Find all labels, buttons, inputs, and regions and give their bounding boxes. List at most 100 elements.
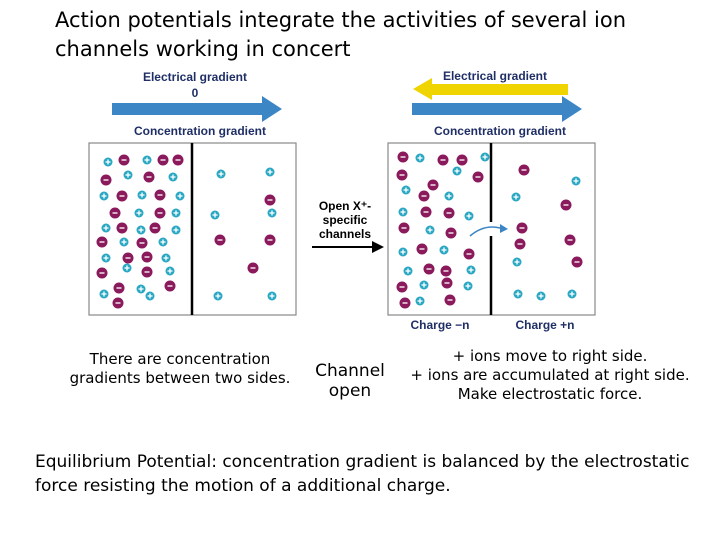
cation-icon: [123, 264, 132, 273]
cation-icon: [100, 192, 109, 201]
anion-icon: [565, 235, 576, 246]
note-left-line-1: There are concentration: [55, 350, 305, 369]
anion-icon: [119, 155, 130, 166]
anion-icon: [158, 155, 169, 166]
cation-icon: [138, 191, 147, 200]
cation-icon: [420, 281, 429, 290]
anion-icon: [419, 191, 430, 202]
anion-icon: [248, 263, 259, 274]
cation-icon: [217, 170, 226, 179]
anion-icon: [519, 165, 530, 176]
equilibrium-text: Equilibrium Potential: concentration gra…: [35, 450, 695, 498]
anion-icon: [446, 228, 457, 239]
cation-icon: [268, 292, 277, 301]
left-concentration-gradient-arrow: [112, 96, 282, 122]
anion-icon: [444, 208, 455, 219]
cation-icon: [404, 267, 413, 276]
anion-icon: [421, 207, 432, 218]
anion-icon: [400, 298, 411, 309]
anion-icon: [137, 238, 148, 249]
note-right-line-2: + ions are accumulated at right side.: [390, 366, 710, 385]
anion-icon: [155, 208, 166, 219]
cation-icon: [440, 246, 449, 255]
cation-icon: [467, 266, 476, 275]
anion-icon: [142, 267, 153, 278]
cation-icon: [568, 290, 577, 299]
anion-icon: [113, 298, 124, 309]
anion-icon: [457, 155, 468, 166]
cation-icon: [146, 292, 155, 301]
cation-icon: [445, 192, 454, 201]
anion-icon: [150, 223, 161, 234]
cation-icon: [426, 226, 435, 235]
anion-icon: [561, 200, 572, 211]
cation-icon: [169, 173, 178, 182]
cation-icon: [137, 285, 146, 294]
anion-icon: [424, 264, 435, 275]
cation-icon: [453, 167, 462, 176]
right-concentration-gradient-arrow: [412, 96, 582, 122]
anion-icon: [445, 295, 456, 306]
cation-icon: [399, 208, 408, 217]
cation-icon: [513, 258, 522, 267]
cation-icon: [102, 224, 111, 233]
cation-icon: [166, 267, 175, 276]
anion-icon: [173, 155, 184, 166]
anion-icon: [165, 281, 176, 292]
cation-icon: [104, 158, 113, 167]
anion-icon: [215, 235, 226, 246]
right-electrical-gradient-arrow: [413, 78, 568, 100]
anion-icon: [110, 208, 121, 219]
anion-icon: [441, 266, 452, 277]
anion-icon: [123, 253, 134, 264]
anion-icon: [114, 283, 125, 294]
cation-icon: [214, 292, 223, 301]
anion-icon: [517, 223, 528, 234]
cation-icon: [465, 212, 474, 221]
anion-icon: [473, 172, 484, 183]
anion-icon: [428, 180, 439, 191]
note-center: Channel open: [305, 361, 395, 401]
anion-icon: [399, 223, 410, 234]
note-left-line-2: gradients between two sides.: [55, 369, 305, 388]
anion-icon: [265, 235, 276, 246]
anion-icon: [97, 268, 108, 279]
cation-icon: [537, 292, 546, 301]
anion-icon: [438, 155, 449, 166]
cation-icon: [514, 290, 523, 299]
cation-icon: [172, 209, 181, 218]
cation-icon: [416, 297, 425, 306]
cation-icon: [100, 290, 109, 299]
anion-icon: [442, 278, 453, 289]
anion-icon: [155, 190, 166, 201]
anion-icon: [515, 239, 526, 250]
cation-icon: [402, 186, 411, 195]
cation-icon: [172, 226, 181, 235]
anion-icon: [117, 223, 128, 234]
anion-icon: [572, 257, 583, 268]
cation-icon: [399, 248, 408, 257]
note-center-line-2: open: [305, 381, 395, 401]
anion-icon: [142, 252, 153, 263]
cation-icon: [512, 193, 521, 202]
cation-icon: [464, 282, 473, 291]
cation-icon: [135, 209, 144, 218]
anion-icon: [464, 249, 475, 260]
cation-icon: [159, 238, 168, 247]
anion-icon: [97, 237, 108, 248]
note-right: + ions move to right side. + ions are ac…: [390, 347, 710, 404]
cation-icon: [416, 154, 425, 163]
anion-icon: [144, 172, 155, 183]
note-right-line-3: Make electrostatic force.: [390, 385, 710, 404]
cation-icon: [481, 153, 490, 162]
note-left: There are concentration gradients betwee…: [55, 350, 305, 388]
anion-icon: [398, 152, 409, 163]
cation-icon: [137, 226, 146, 235]
cation-icon: [266, 168, 275, 177]
cation-icon: [102, 254, 111, 263]
anion-icon: [117, 191, 128, 202]
cation-icon: [124, 171, 133, 180]
note-center-line-1: Channel: [305, 361, 395, 381]
anion-icon: [265, 195, 276, 206]
cation-icon: [268, 209, 277, 218]
